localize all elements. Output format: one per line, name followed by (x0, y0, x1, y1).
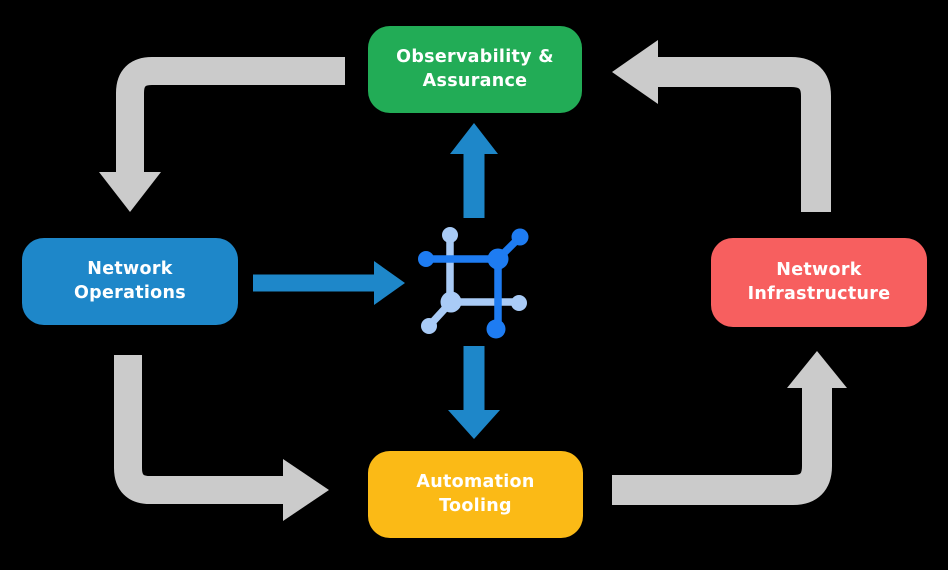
icon-node-hub (487, 248, 509, 270)
arrow-operations-to-tooling (114, 355, 329, 521)
node-network-operations: Network Operations (22, 238, 238, 325)
icon-node-dot (511, 228, 529, 246)
icon-node-hub (440, 291, 462, 313)
node-label: Network Operations (74, 258, 186, 303)
node-label: Automation Tooling (416, 471, 535, 516)
arrow-infrastructure-to-observability (612, 40, 831, 212)
icon-node-dot (418, 251, 434, 267)
arrow-shaft (114, 355, 285, 504)
icon-node-dot (421, 318, 437, 334)
icon-node-dot (511, 295, 527, 311)
arrow-head-down-icon (99, 172, 161, 212)
arrow-head-right-icon (374, 261, 405, 305)
arrow-head-up-icon (787, 351, 847, 388)
arrow-shaft (116, 57, 345, 174)
node-label: Observability & Assurance (396, 46, 554, 91)
arrow-head-right-icon (283, 459, 329, 521)
arrow-shaft (656, 57, 831, 212)
network-mesh-icon (418, 227, 529, 339)
node-observability-assurance: Observability & Assurance (368, 26, 582, 113)
icon-node-dot (486, 319, 506, 339)
node-automation-tooling: Automation Tooling (368, 451, 583, 538)
node-label: Network Infrastructure (747, 259, 891, 304)
icon-node-dot (442, 227, 458, 243)
arrow-head-up-icon (450, 123, 498, 154)
arrow-head-left-icon (612, 40, 658, 104)
node-network-infrastructure: Network Infrastructure (711, 238, 927, 327)
arrow-center-to-tooling (448, 346, 500, 439)
arrow-shaft (612, 386, 832, 505)
arrow-center-to-observability (450, 123, 498, 218)
arrow-observability-to-operations (99, 57, 345, 212)
arrow-tooling-to-infrastructure (612, 351, 847, 505)
arrow-operations-to-center (253, 261, 405, 305)
arrow-head-down-icon (448, 410, 500, 439)
